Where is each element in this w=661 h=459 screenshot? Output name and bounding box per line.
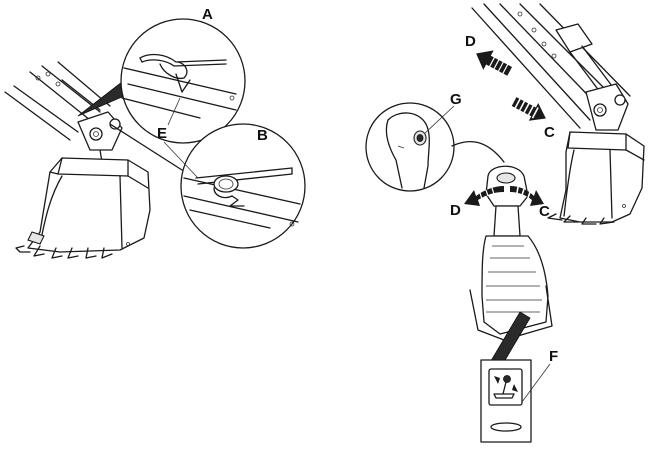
pointer-line-to-b xyxy=(109,123,183,171)
detail-circle-g xyxy=(365,102,455,192)
pointer-arrow-to-a xyxy=(77,81,125,117)
detail-circle-b xyxy=(180,123,306,249)
arrow-c-upper xyxy=(511,97,546,121)
leader-e-lower xyxy=(163,141,199,179)
control-decal-f xyxy=(480,359,532,443)
right-bucket xyxy=(547,131,645,225)
leader-g-to-joystick xyxy=(451,141,505,163)
detail-circle-a xyxy=(120,18,246,144)
callout-d-upper: D xyxy=(465,33,476,50)
leader-g xyxy=(423,105,455,135)
callout-b: B xyxy=(257,127,268,144)
leader-f xyxy=(521,363,551,403)
callout-e: E xyxy=(157,125,167,142)
callout-a: A xyxy=(202,6,213,23)
right-excavator-arm xyxy=(471,3,631,131)
callout-d-lower: D xyxy=(450,202,461,219)
callout-c-lower: C xyxy=(539,203,550,220)
callout-c-upper: C xyxy=(544,124,555,141)
callout-f: F xyxy=(549,348,558,365)
rotation-arrow-c-lower xyxy=(510,186,544,206)
rotation-arrow-d-lower xyxy=(464,186,504,206)
joystick-lever xyxy=(469,165,553,341)
left-bucket xyxy=(15,157,151,259)
leader-e-upper xyxy=(167,97,181,126)
left-excavator-arm xyxy=(4,61,123,163)
arrow-d-upper xyxy=(476,50,513,76)
callout-g: G xyxy=(450,91,462,108)
